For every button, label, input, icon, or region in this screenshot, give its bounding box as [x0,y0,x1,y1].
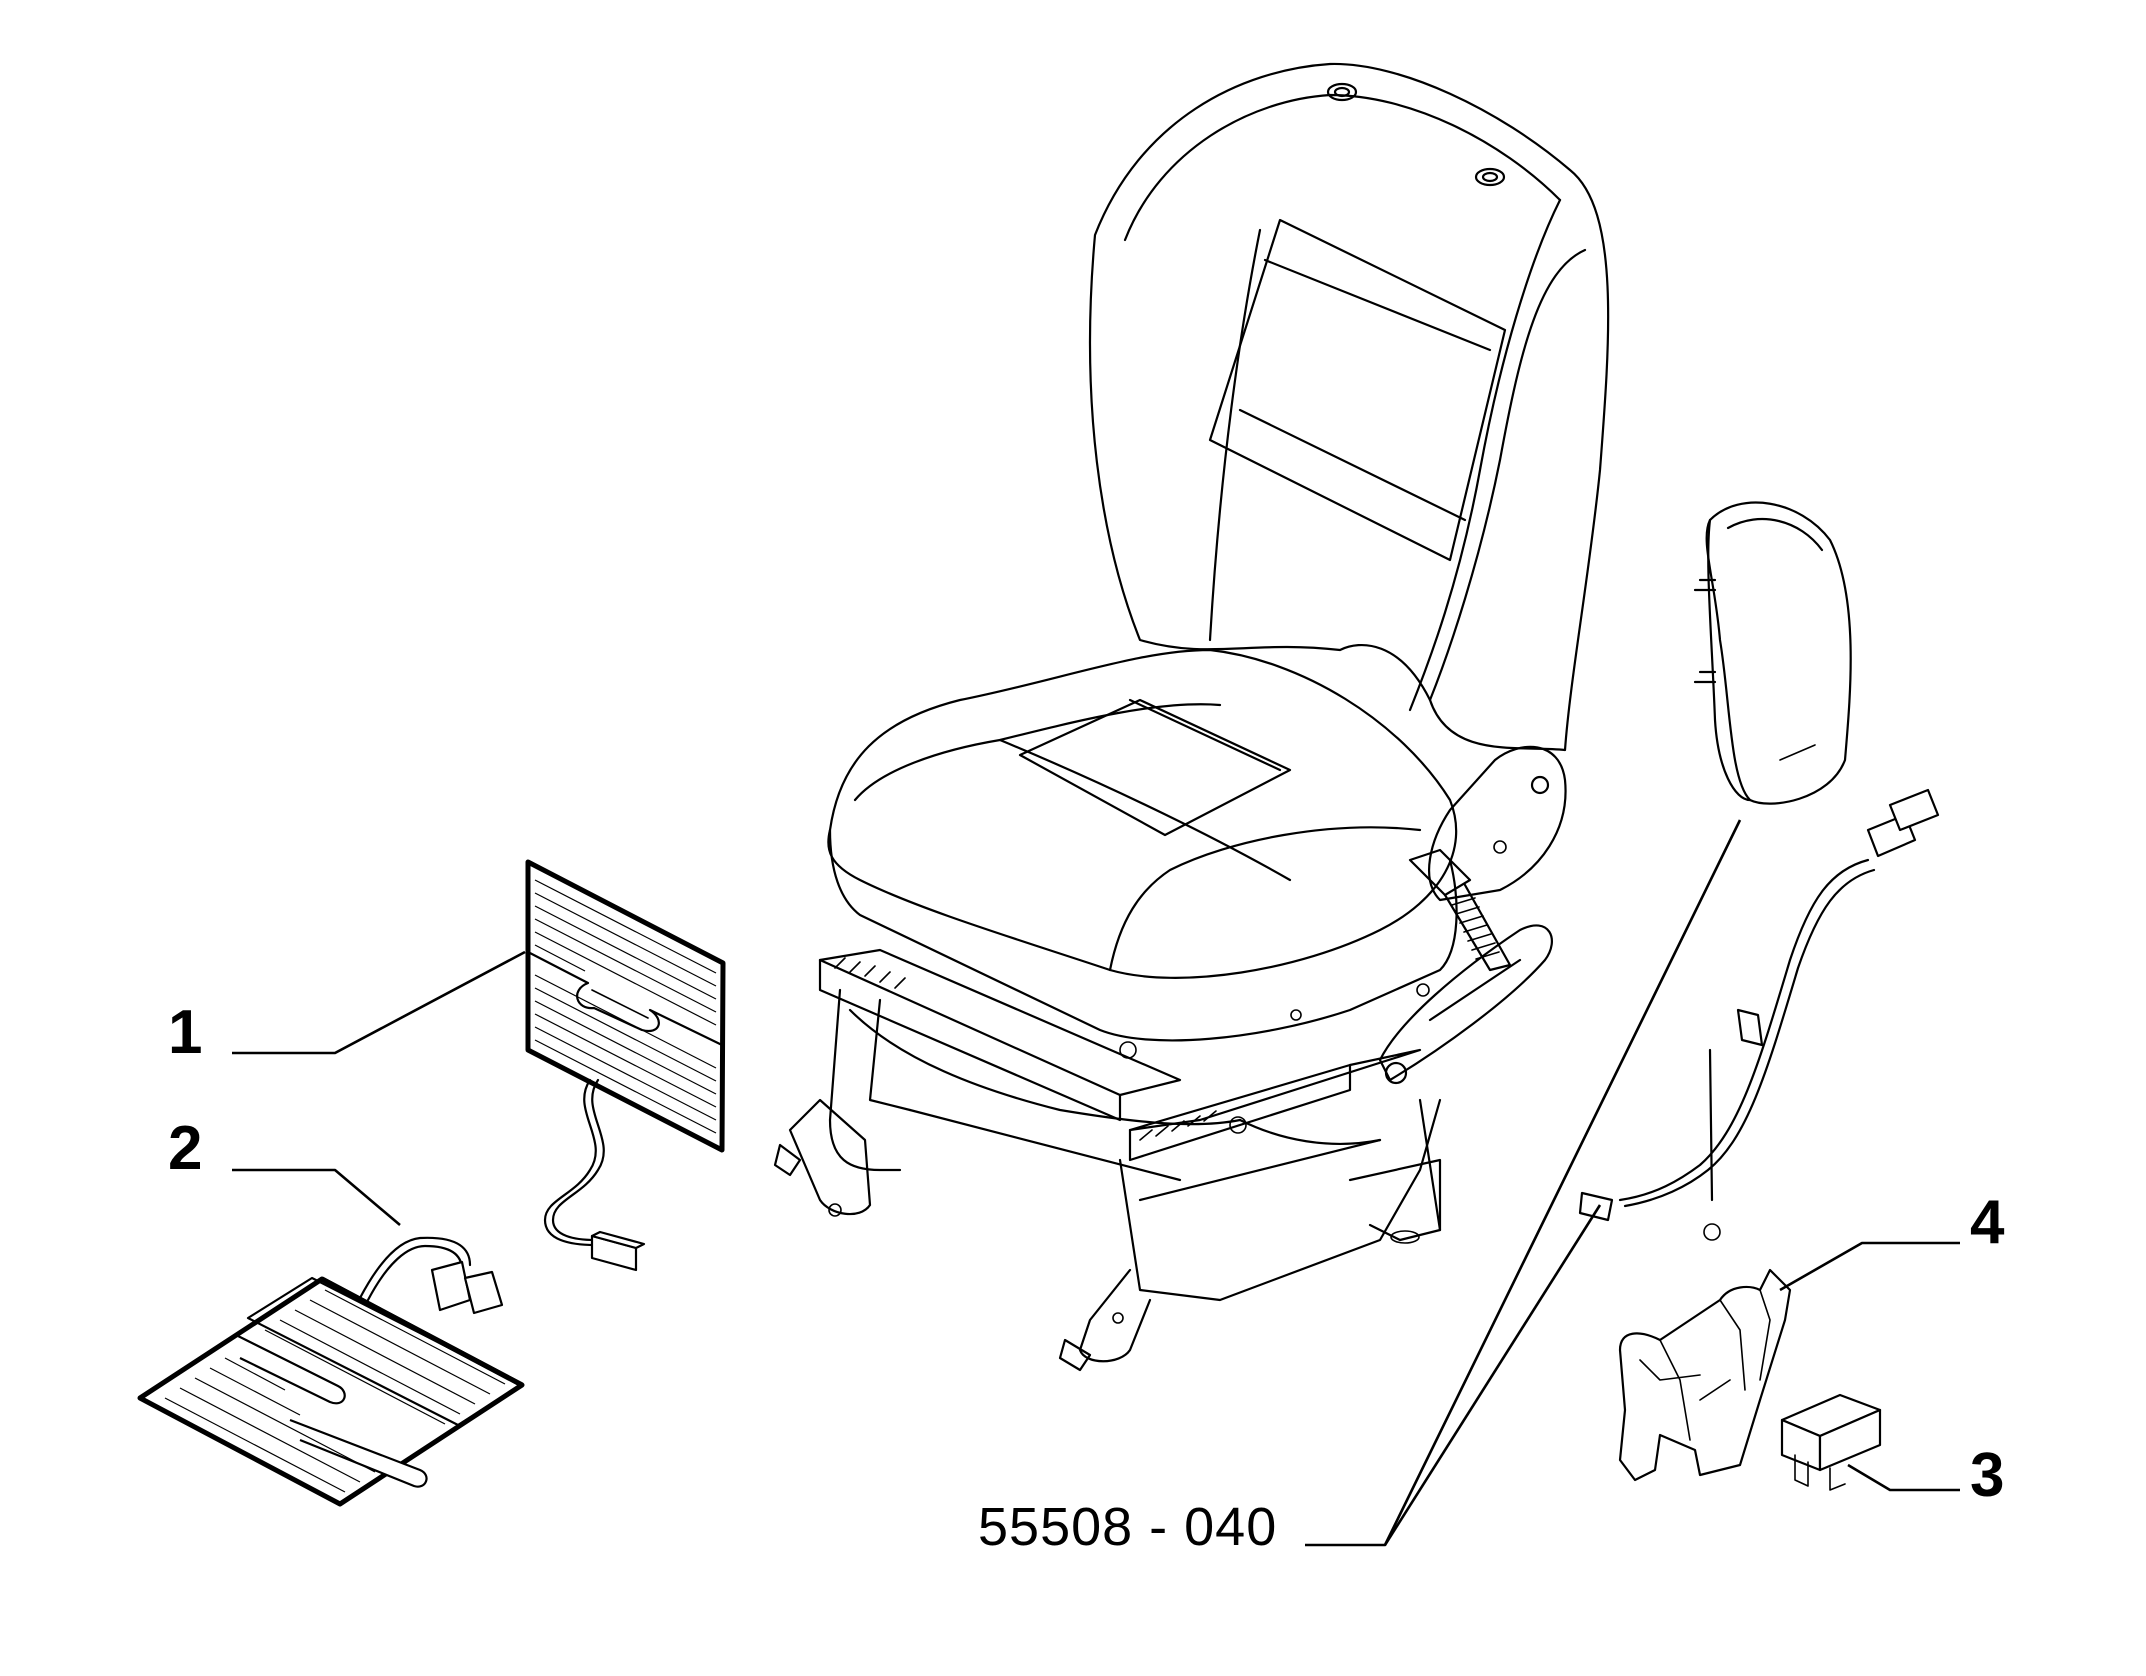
callout-3: 3 [1970,1441,2005,1510]
heater-switch [1780,1393,1882,1491]
callout-2: 2 [168,1114,203,1183]
backrest-heater-pad [525,859,726,1272]
callout-4: 4 [1970,1188,2005,1257]
seat-drawing [773,62,1610,1372]
part-number-label: 55508 - 040 [978,1497,1278,1557]
switch-bracket [1618,1268,1792,1482]
seat-heater-pad [137,1236,525,1507]
side-module-harness [1578,501,1940,1241]
callout-1: 1 [168,998,203,1067]
leader-lines [232,819,1960,1547]
